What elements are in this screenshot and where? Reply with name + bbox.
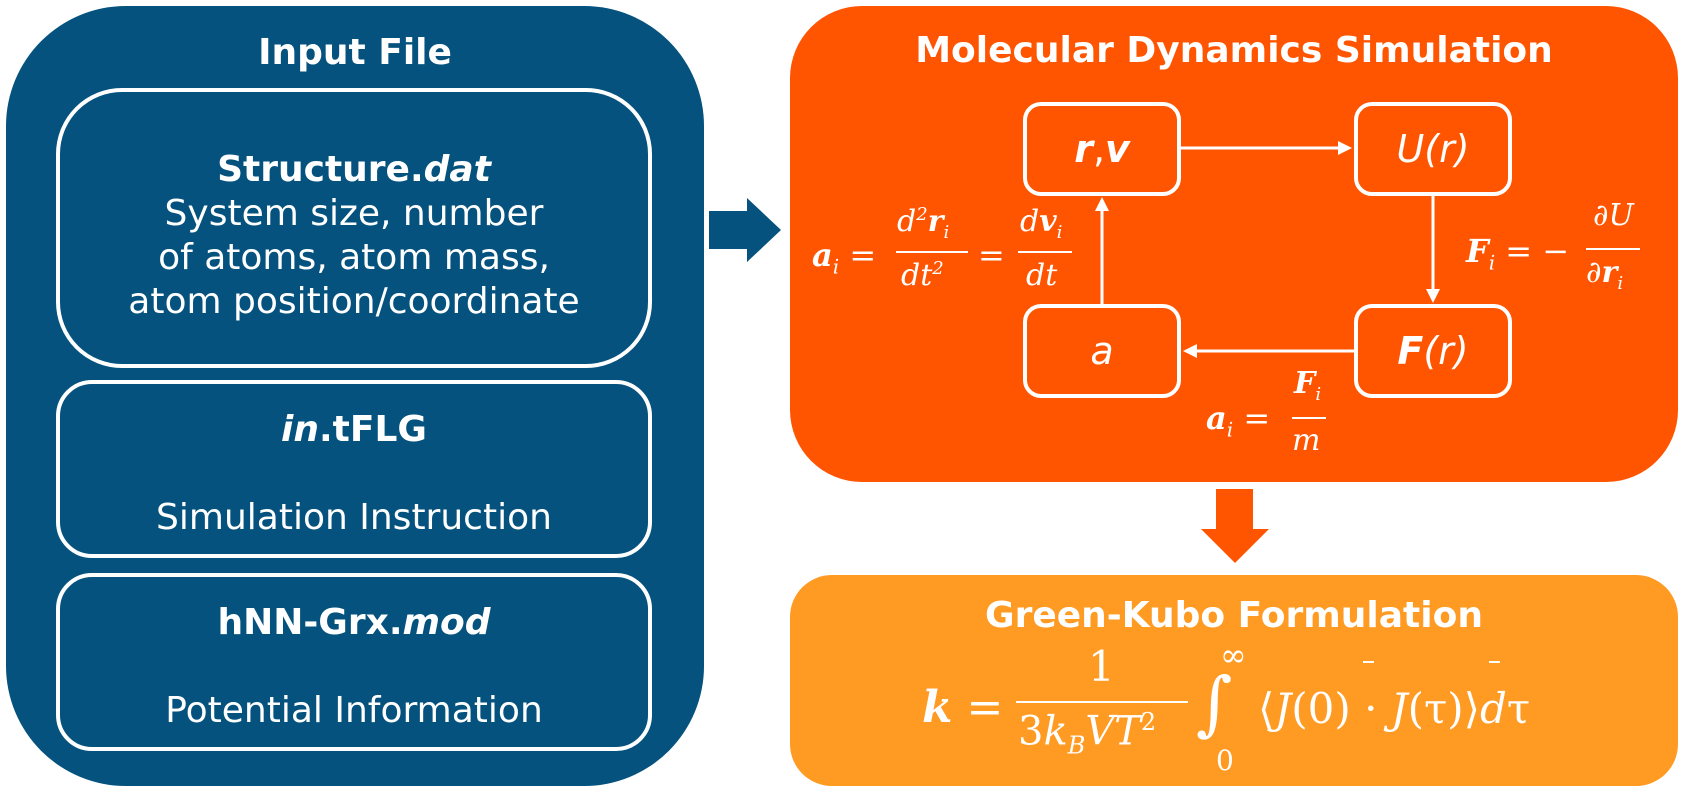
- node-position-velocity: r, v: [1023, 102, 1181, 196]
- structure-dat-filename: Structure.dat: [217, 149, 491, 190]
- eq-integral-sign: ∫: [1196, 662, 1233, 744]
- node-acceleration: a: [1023, 304, 1181, 398]
- simulation-instruction-label: Simulation Instruction: [156, 497, 552, 538]
- eq-acceleration-lhs: ai =: [812, 236, 877, 279]
- md-simulation-panel: Molecular Dynamics Simulation: [790, 6, 1678, 482]
- eq-dt2-denominator: dt2: [901, 258, 944, 293]
- eq-dt-denominator: dt: [1026, 258, 1058, 293]
- eq-dU-numerator: ∂U: [1593, 198, 1634, 233]
- green-kubo-panel: Green-Kubo Formulation: [790, 575, 1678, 786]
- eq-newton-denominator: m: [1292, 423, 1321, 458]
- structure-desc-line1: System size, number: [164, 193, 544, 234]
- input-file-title: Input File: [258, 32, 452, 73]
- node-potential-energy: U(r): [1354, 102, 1512, 196]
- hnn-grx-filename: hNN-Grx.mod: [217, 602, 491, 643]
- structure-dat-box: Structure.dat System size, number of ato…: [56, 88, 652, 368]
- structure-desc-line2: of atoms, atom mass,: [158, 237, 550, 278]
- input-to-md-arrow: [709, 198, 781, 262]
- eq-dv-numerator: dvi: [1020, 204, 1063, 243]
- eq-integral-lower: 0: [1216, 744, 1234, 777]
- green-kubo-title: Green-Kubo Formulation: [985, 595, 1483, 636]
- eq-newton-numerator: Fi: [1294, 366, 1322, 405]
- input-file-panel: Input File Structure.dat System size, nu…: [6, 6, 704, 786]
- eq-d2r-numerator: d2ri: [897, 204, 950, 243]
- eq-autocorrelation: ⟨J(0) · J(τ)⟩dτ: [1258, 684, 1531, 733]
- potential-information-label: Potential Information: [165, 690, 543, 731]
- in-tflg-box: in.tFLG Simulation Instruction: [56, 380, 652, 558]
- md-simulation-title: Molecular Dynamics Simulation: [915, 30, 1553, 71]
- hnn-grx-mod-box: hNN-Grx.mod Potential Information: [56, 573, 652, 751]
- eq-greenkubo-numerator: 1: [1088, 642, 1115, 691]
- node-force: F(r): [1354, 304, 1512, 398]
- md-to-greenkubo-arrow: [1201, 489, 1269, 563]
- eq-force-lhs: Fi = −: [1466, 232, 1570, 275]
- eq-newton-lhs: ai =: [1206, 399, 1271, 442]
- eq-dr-denominator: ∂ri: [1586, 255, 1624, 294]
- eq-equals: =: [978, 236, 1005, 274]
- eq-integral-upper: ∞: [1220, 636, 1247, 674]
- eq-greenkubo-denominator: 3kBVT2: [1018, 708, 1157, 760]
- in-tflg-filename: in.tFLG: [281, 409, 427, 450]
- structure-desc-line3: atom position/coordinate: [128, 281, 580, 322]
- eq-greenkubo-lhs: k =: [922, 682, 1004, 733]
